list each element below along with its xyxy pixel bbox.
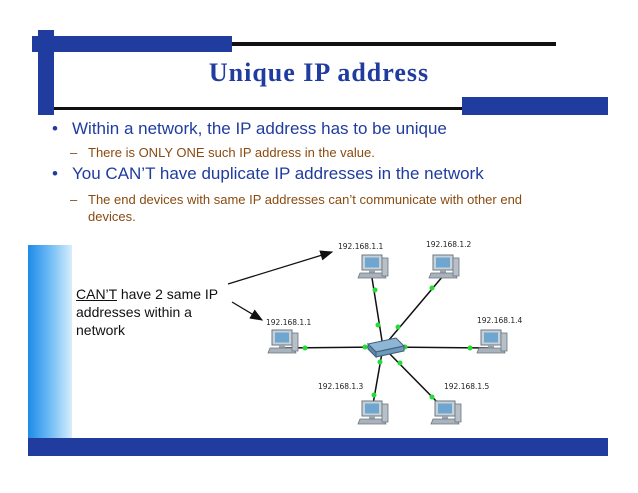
sub-bullet-2-text: The end devices with same IP addresses c… bbox=[88, 192, 523, 224]
pc-icon[interactable] bbox=[357, 254, 389, 279]
accent-bar-bottom bbox=[28, 438, 608, 456]
ip-label: 192.168.1.2 bbox=[426, 240, 472, 249]
sub-bullet-dash: – bbox=[70, 145, 78, 160]
accent-bar-top bbox=[32, 36, 232, 52]
pc-icon[interactable] bbox=[430, 400, 462, 425]
pc-icon[interactable] bbox=[267, 329, 299, 354]
bullet-2-text: You CAN’T have duplicate IP addresses in… bbox=[72, 164, 484, 183]
callout-text: CAN’T have 2 same IP addresses within a … bbox=[76, 285, 236, 339]
link-5 bbox=[371, 346, 384, 411]
ip-label: 192.168.1.4 bbox=[477, 316, 523, 325]
callout-underlined: CAN’T bbox=[76, 286, 117, 302]
bullet-1: • Within a network, the IP address has to… bbox=[52, 119, 447, 139]
ip-label: 192.168.1.5 bbox=[444, 382, 490, 391]
ip-label: 192.168.1.1 bbox=[338, 242, 384, 251]
pc-icon[interactable] bbox=[357, 400, 389, 425]
gradient-panel bbox=[28, 245, 72, 455]
accent-bar-right bbox=[462, 97, 608, 115]
ip-label: 192.168.1.1 bbox=[266, 318, 312, 327]
pc-icon[interactable] bbox=[476, 329, 508, 354]
sub-bullet-2: –The end devices with same IP addresses … bbox=[70, 191, 570, 225]
bullet-dot: • bbox=[52, 119, 58, 138]
sub-bullet-1: –There is ONLY ONE such IP address in th… bbox=[70, 145, 375, 160]
pc-icon[interactable] bbox=[428, 254, 460, 279]
slide-title: Unique IP address bbox=[208, 58, 430, 87]
switch-icon[interactable] bbox=[366, 337, 406, 359]
bullet-dot: • bbox=[52, 164, 58, 183]
sub-bullet-1-text: There is ONLY ONE such IP address in the… bbox=[88, 145, 375, 160]
ip-label: 192.168.1.3 bbox=[318, 382, 364, 391]
sub-bullet-dash: – bbox=[70, 192, 78, 207]
accent-line-top bbox=[232, 42, 556, 46]
callout-rest: have 2 same IP addresses within a networ… bbox=[76, 286, 218, 338]
callout-arrow bbox=[231, 301, 264, 321]
link-6 bbox=[382, 346, 446, 411]
bullet-2: • You CAN’T have duplicate IP addresses i… bbox=[52, 164, 484, 184]
callout-arrow bbox=[227, 250, 334, 285]
accent-line-mid bbox=[54, 107, 462, 110]
bullet-1-text: Within a network, the IP address has to … bbox=[72, 119, 447, 138]
